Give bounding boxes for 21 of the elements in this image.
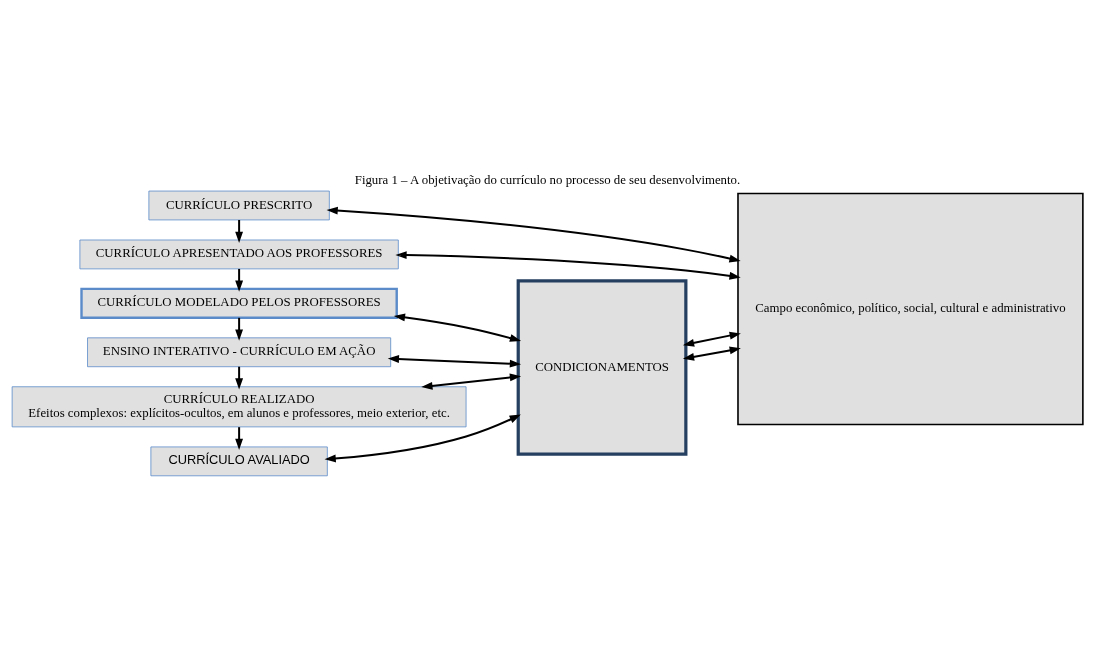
arrow — [393, 313, 522, 342]
arrow — [387, 355, 522, 368]
arrow — [235, 220, 244, 243]
arrow — [235, 268, 244, 292]
node-box: CURRÍCULO APRESENTADO AOS PROFESSORES — [79, 239, 399, 270]
node-box: CURRÍCULO AVALIADO — [150, 446, 328, 477]
diagram-title: Figura 1 – A objetivação do currículo no processo de seu desenvolvimento. — [354, 172, 741, 187]
arrow — [395, 251, 741, 280]
node-box: CURRÍCULO MODELADO PELOS PROFESSORES — [80, 287, 398, 319]
arrow — [682, 331, 741, 347]
node-box: CURRÍCULO PRESCRITO — [148, 190, 330, 221]
node-box: CURRÍCULO REALIZADO Efeitos complexos: explícitos-ocultos, em alunos e professores, meio exterior, etc. — [11, 386, 467, 428]
arrow — [324, 414, 521, 463]
node-box: ENSINO INTERATIVO - CURRÍCULO EM AÇÃO — [87, 337, 392, 368]
arrow — [235, 317, 244, 341]
node-box: CONDICIONAMENTOS — [516, 279, 688, 456]
arrow — [421, 373, 522, 390]
node-box: Campo econômico, político, social, cultural e administrativo — [737, 192, 1084, 426]
arrow — [326, 206, 741, 263]
arrow — [682, 346, 741, 361]
arrow — [235, 427, 244, 450]
